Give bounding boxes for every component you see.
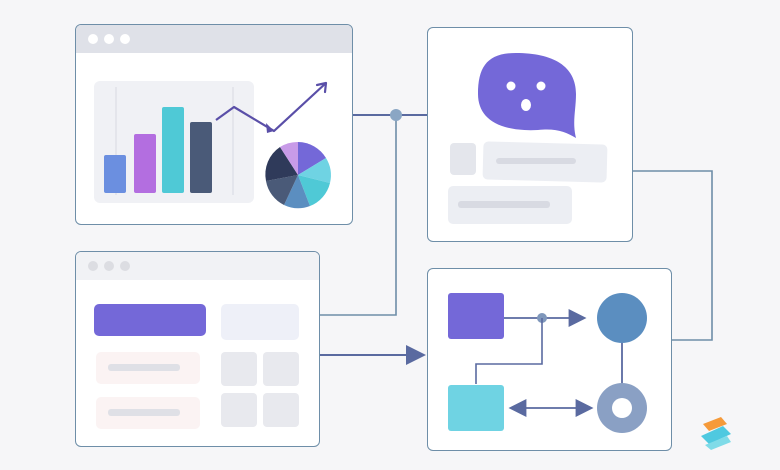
flow-diagram — [448, 293, 647, 433]
trend-arrow-icon — [215, 81, 328, 133]
window-dot — [120, 261, 130, 271]
grid-tile[interactable] — [221, 393, 257, 427]
bar-3 — [162, 107, 184, 193]
form-titlebar — [76, 252, 319, 280]
grid-tile[interactable] — [263, 393, 299, 427]
list-item-line — [108, 409, 180, 416]
window-dot — [88, 34, 98, 44]
window-dot — [104, 261, 114, 271]
chat-bubble-icon — [478, 53, 576, 138]
window-dot — [88, 261, 98, 271]
connector-chat-flow — [632, 170, 713, 341]
list-item-line — [108, 364, 180, 371]
field-placeholder[interactable] — [221, 304, 299, 340]
flow-panel — [427, 268, 672, 451]
grid-tile[interactable] — [263, 352, 299, 386]
connector-junction-dot — [390, 109, 402, 121]
ring-node-icon[interactable] — [597, 383, 647, 433]
bar-4 — [190, 122, 212, 193]
pie-chart-icon — [265, 141, 331, 209]
analytics-panel — [75, 24, 353, 225]
connector-junction-form — [320, 115, 397, 316]
bar-1 — [104, 155, 126, 193]
analytics-chart — [94, 81, 331, 209]
chat-panel — [427, 27, 633, 242]
grid-tile[interactable] — [221, 352, 257, 386]
form-illustration — [94, 304, 299, 429]
window-dot — [104, 34, 114, 44]
chat-reply-line — [458, 201, 550, 208]
square-node-icon[interactable] — [448, 293, 504, 339]
chat-illustration — [448, 53, 608, 224]
chat-avatar-placeholder — [450, 143, 476, 175]
cyan-square-node-icon[interactable] — [448, 385, 504, 431]
form-panel — [75, 251, 320, 447]
bar-2 — [134, 134, 156, 193]
circle-node-icon[interactable] — [597, 293, 647, 343]
brand-logo-icon — [701, 417, 731, 450]
primary-button-placeholder[interactable] — [94, 304, 206, 336]
chat-message-line — [496, 158, 576, 164]
analytics-titlebar — [76, 25, 352, 53]
flow-edge — [475, 318, 543, 384]
window-dot — [120, 34, 130, 44]
